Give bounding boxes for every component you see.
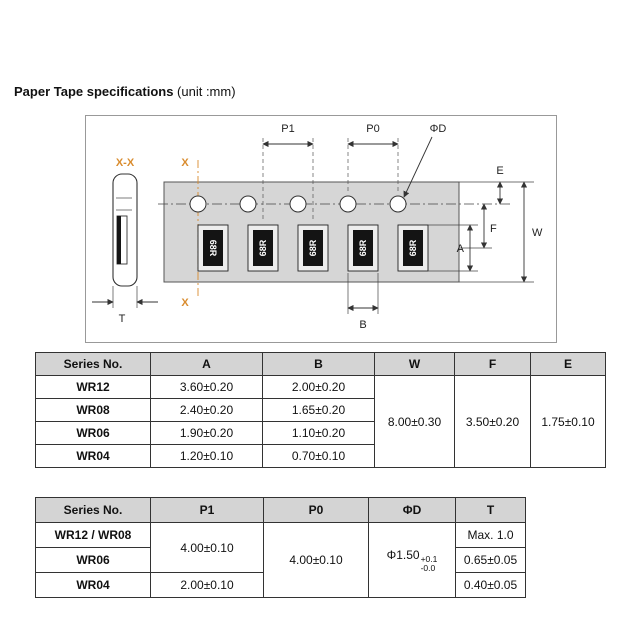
table2-header-row: Series No. P1 P0 ΦD T (35, 497, 526, 523)
e-label: E (496, 165, 503, 177)
dimensions-table-1: Series No. A B W F E WR12 3.60±0.20 2.00… (35, 352, 606, 468)
phid-label: ΦD (430, 123, 447, 135)
f-cell-merged: 3.50±0.20 (454, 375, 531, 468)
table2-header-p1: P1 (150, 497, 264, 523)
dim-A: A (428, 224, 478, 272)
x-bottom-label: X (181, 297, 189, 309)
chip: 68R (347, 224, 379, 272)
side-view-section: X-X (112, 157, 138, 287)
phid-base: Φ1.50 (386, 547, 420, 562)
t-cell: 0.65±0.05 (455, 547, 526, 573)
dim-E: E (459, 165, 534, 205)
table1-header-a: A (150, 352, 263, 376)
phid-tol-plus: +0.1 (420, 553, 438, 564)
tape-drawing-frame: X-X T X X 68R 68R (85, 115, 557, 343)
t-label: T (119, 313, 126, 325)
table1-header-series: Series No. (35, 352, 151, 376)
p1-cell: 2.00±0.10 (150, 572, 264, 598)
series-cell: WR06 (35, 547, 151, 573)
t-cell: Max. 1.0 (455, 522, 526, 548)
e-cell-merged: 1.75±0.10 (530, 375, 606, 468)
dim-phiD: ΦD (403, 123, 447, 198)
dim-B: B (347, 273, 379, 331)
tape-diagram: X-X T X X 68R 68R (92, 123, 543, 331)
table-row: WR04 2.00±0.10 0.40±0.05 (35, 572, 526, 598)
w-label: W (532, 227, 543, 239)
table1-header-b: B (262, 352, 375, 376)
chip-marking: 68R (308, 239, 318, 256)
section-label: X-X (116, 157, 135, 169)
chip: 68R (297, 224, 329, 272)
b-cell: 1.10±0.20 (262, 421, 375, 445)
chip: 68R (397, 224, 429, 272)
x-top-label: X (181, 157, 189, 169)
f-label: F (490, 223, 497, 235)
b-cell: 0.70±0.10 (262, 444, 375, 468)
b-cell: 1.65±0.20 (262, 398, 375, 422)
dim-P1: P1 (262, 123, 314, 222)
series-cell: WR12 (35, 375, 151, 399)
a-label: A (457, 243, 465, 255)
chip-marking: 68R (358, 239, 368, 256)
w-cell-merged: 8.00±0.30 (374, 375, 455, 468)
t-cell: 0.40±0.05 (455, 572, 526, 598)
chip: 68R (247, 224, 279, 272)
chip-marking: 68R (408, 239, 418, 256)
p0-cell-merged: 4.00±0.10 (263, 522, 369, 598)
page-title: Paper Tape specifications (unit :mm) (14, 84, 236, 99)
table2-header-p0: P0 (263, 497, 369, 523)
a-cell: 1.20±0.10 (150, 444, 263, 468)
series-cell: WR06 (35, 421, 151, 445)
phid-cell-merged: Φ1.50+0.1-0.0 (368, 522, 456, 598)
phid-tol-minus: -0.0 (420, 562, 436, 573)
table-row: WR06 1.90±0.20 1.10±0.20 (35, 421, 606, 445)
series-cell: WR04 (35, 572, 151, 598)
dimensions-table-2: Series No. P1 P0 ΦD T WR12 / WR08 4.00±0… (35, 497, 526, 598)
a-cell: 2.40±0.20 (150, 398, 263, 422)
chip-marking: 68R (258, 239, 268, 256)
sprocket-holes (189, 195, 407, 213)
table1-header-w: W (374, 352, 455, 376)
dim-W: W (459, 181, 543, 283)
p1-cell-merged: 4.00±0.10 (150, 522, 264, 573)
table-row: WR12 / WR08 4.00±0.10 4.00±0.10 Φ1.50+0.… (35, 522, 526, 598)
phid-tolerance: +0.1-0.0 (420, 553, 438, 573)
dim-P0: P0 (347, 123, 399, 194)
title-unit: (unit :mm) (173, 84, 236, 99)
table2-header-phid: ΦD (368, 497, 456, 523)
table1-header-row: Series No. A B W F E (35, 352, 606, 376)
dim-F: F (459, 203, 497, 249)
chip: 68R (197, 224, 229, 272)
table-row: WR12 3.60±0.20 2.00±0.20 8.00±0.30 3.50±… (35, 375, 606, 468)
b-label: B (359, 319, 366, 331)
b-cell: 2.00±0.20 (262, 375, 375, 399)
series-cell: WR08 (35, 398, 151, 422)
table2-header-series: Series No. (35, 497, 151, 523)
a-cell: 3.60±0.20 (150, 375, 263, 399)
p1-label: P1 (281, 123, 294, 135)
table1-header-e: E (530, 352, 606, 376)
series-cell: WR12 / WR08 (35, 522, 151, 548)
table1-header-f: F (454, 352, 531, 376)
p0-label: P0 (366, 123, 379, 135)
table-row: WR04 1.20±0.10 0.70±0.10 (35, 444, 606, 468)
series-cell: WR04 (35, 444, 151, 468)
table2-header-t: T (455, 497, 526, 523)
chip-marking: 68R (208, 240, 218, 257)
a-cell: 1.90±0.20 (150, 421, 263, 445)
dim-T: T (92, 286, 158, 325)
title-text: Paper Tape specifications (14, 84, 174, 99)
